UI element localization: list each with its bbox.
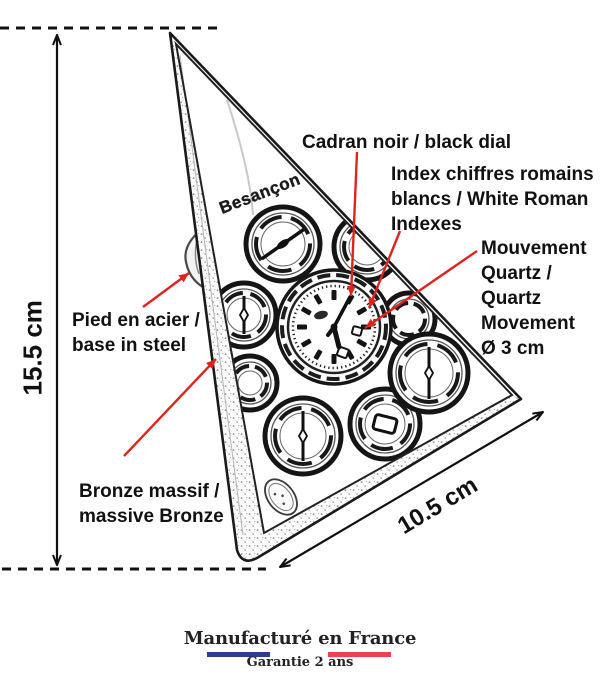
annotation-bronze-line1: Bronze massif / [79,481,220,502]
height-dimension-label: 15.5 cm [17,300,48,396]
annotation-dial: Cadran noir / black dial [302,130,511,155]
annotation-indexes-line3: Indexes [391,214,462,235]
annotation-movement-line5: Ø 3 cm [481,338,545,359]
annotation-indexes-line2: blancs / White Roman [391,189,589,210]
dimension-lines [0,26,543,571]
warranty-label: Garantie 2 ans [246,655,354,670]
callout-arrows [123,151,478,457]
annotation-base-line1: Pied en acier / [72,310,200,331]
annotation-movement-line2: Quartz / [481,263,552,284]
annotation-bronze-line2: massive Bronze [79,506,224,527]
arrow-movement-annotation [364,250,478,329]
width-dimension-arrow [280,412,543,567]
annotation-dial-text: Cadran noir / black dial [302,132,512,153]
french-flag-blue-bar [207,652,270,657]
annotation-indexes: Index chiffres romains blancs / White Ro… [391,162,594,237]
made-in-france-title: Manufacturé en France [183,628,417,649]
clock-dial [275,268,393,386]
annotation-indexes-line1: Index chiffres romains [391,164,594,185]
arrow-bronze-annotation [123,358,217,457]
annotation-movement: Mouvement Quartz / Quartz Movement Ø 3 c… [481,236,587,361]
arrow-dial-annotation [347,151,359,297]
annotation-movement-line1: Mouvement [481,238,587,259]
annotation-movement-line4: Movement [481,313,575,334]
annotation-movement-line3: Quartz [481,288,542,309]
annotation-bronze: Bronze massif / massive Bronze [79,479,224,529]
annotation-base-line2: base in steel [72,335,187,356]
arrow-base-annotation [142,272,190,308]
arrow-indexes-annotation [367,230,402,309]
french-flag-red-bar [328,652,391,657]
annotation-base: Pied en acier / base in steel [72,308,200,358]
